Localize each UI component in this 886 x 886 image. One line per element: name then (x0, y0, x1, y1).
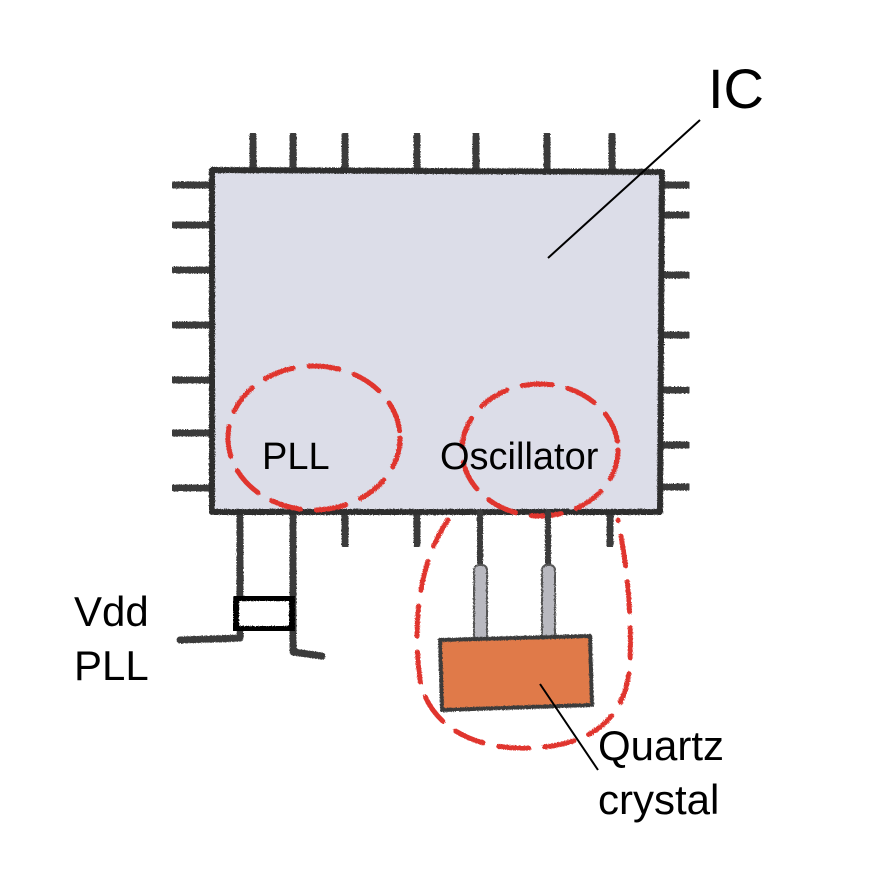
crystal-highlight-loop (414, 517, 633, 751)
ic-right-pins (658, 181, 692, 491)
quartz-pointer-line (539, 683, 599, 771)
ic-pointer-line (547, 119, 701, 259)
vdd-pll-filter-component (233, 595, 295, 632)
crystal-legs (473, 509, 556, 641)
ic-label: IC (708, 57, 764, 120)
oscillator-label: Oscillator (440, 436, 599, 478)
ic-left-pins (170, 181, 216, 492)
vdd-pll-label: PLL (74, 642, 149, 689)
vdd-pll-pins (176, 508, 326, 660)
vdd-label: Vdd (74, 588, 149, 635)
crystal-label: crystal (598, 776, 719, 823)
pll-label: PLL (262, 436, 330, 478)
pll-highlight-circle (225, 363, 403, 513)
quartz-label: Quartz (598, 722, 724, 769)
ic-bottom-pins (341, 508, 614, 549)
oscillator-highlight-circle (459, 381, 621, 519)
ic-top-pins (249, 131, 616, 176)
quartz-crystal-body (438, 634, 594, 712)
